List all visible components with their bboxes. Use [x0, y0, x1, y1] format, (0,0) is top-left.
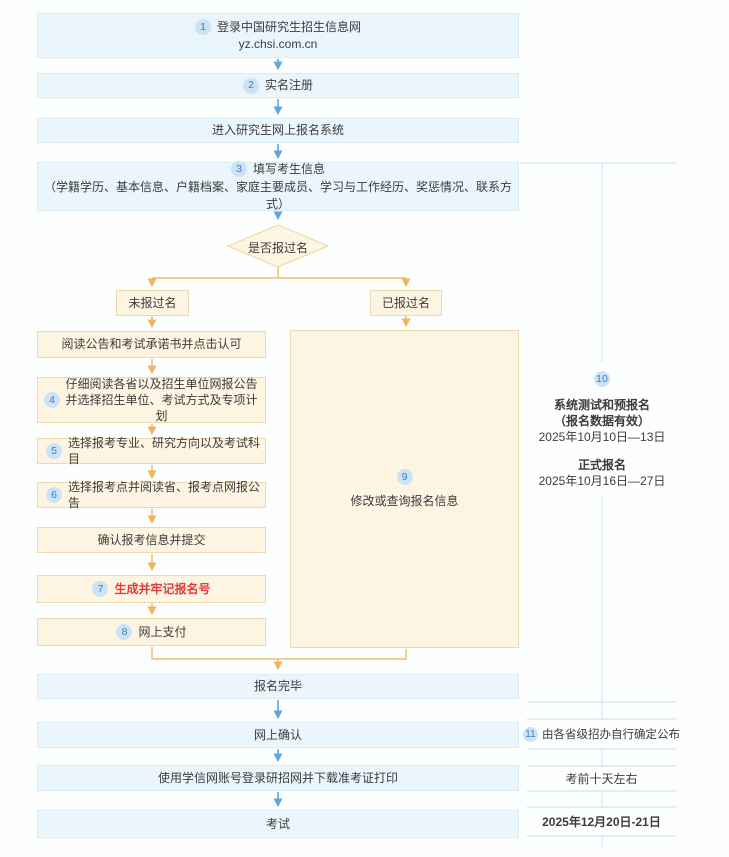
step-8-badge: 8	[116, 624, 133, 640]
timeline-pretest-title: 系统测试和预报名	[553, 398, 650, 412]
step-9-badge: 9	[396, 468, 413, 485]
step-1-badge: 1	[194, 19, 211, 36]
timeline-rail	[520, 162, 676, 848]
step-exam-label: 考试	[265, 816, 290, 831]
step-read-notice-box[interactable]: 阅读公告和考试承诺书并点击认可	[37, 331, 266, 358]
annotation-download-time-text: 考前十天左右	[565, 772, 638, 786]
step-login-box[interactable]: 1 登录中国研究生招生信息网 yz.chsi.com.cn	[37, 13, 519, 58]
step-choose-major-label: 选择报考专业、研究方向以及考试科目	[68, 435, 261, 466]
step-pay-online-label: 网上支付	[138, 624, 187, 639]
annotation-exam-date-text: 2025年12月20日-21日	[542, 815, 661, 829]
step-4-badge: 4	[44, 392, 60, 408]
step-pay-online-box[interactable]: 8 网上支付	[37, 618, 266, 646]
branch-registered-label: 已报过名	[381, 295, 430, 310]
step-confirm-submit-label: 确认报考信息并提交	[97, 532, 206, 547]
timeline-11-badge: 11	[523, 726, 538, 742]
step-download-ticket-label: 使用学信网账号登录研招网并下载准考证打印	[157, 770, 398, 785]
step-choose-major-box[interactable]: 5 选择报考专业、研究方向以及考试科目	[37, 435, 266, 466]
branch-not-registered-box[interactable]: 未报过名	[116, 290, 189, 316]
step-fill-info-detail: （学籍学历、基本信息、户籍档案、家庭主要成员、学习与工作经历、奖惩情况、联系方式…	[43, 180, 512, 211]
step-confirm-submit-box[interactable]: 确认报考信息并提交	[37, 527, 266, 553]
step-registration-complete-label: 报名完毕	[253, 679, 302, 694]
step-fill-info-label: 填写考生信息	[252, 162, 325, 177]
step-choose-site-label: 选择报考点并阅读省、报考点网报公告	[68, 479, 261, 510]
timeline-pretest-note: （报名数据有效）	[553, 414, 650, 429]
decision-label: 是否报过名	[247, 241, 308, 255]
step-online-confirm-box[interactable]: 网上确认	[37, 722, 519, 748]
step-remember-number-box[interactable]: 7 生成并牢记报名号	[37, 575, 266, 603]
annotation-download-time: 考前十天左右	[523, 766, 680, 791]
timeline-pretest-dates: 2025年10月10日—13日	[538, 430, 666, 445]
timeline-registration-dates: 10 系统测试和预报名 （报名数据有效） 2025年10月10日—13日 正式报…	[524, 371, 680, 489]
step-download-ticket-box[interactable]: 使用学信网账号登录研招网并下载准考证打印	[37, 765, 519, 791]
orange-flow-arrows	[147, 278, 411, 670]
step-5-badge: 5	[46, 443, 62, 459]
step-choose-unit-line2: 并选择招生单位、考试方式及专项计划	[65, 392, 258, 424]
step-3-badge: 3	[230, 161, 247, 178]
line-merge	[151, 647, 407, 660]
branch-registered-box[interactable]: 已报过名	[370, 290, 442, 316]
step-modify-query-label: 修改或查询报名信息	[350, 493, 459, 508]
step-exam-box[interactable]: 考试	[37, 810, 519, 838]
step-enter-system-box[interactable]: 进入研究生网上报名系统	[37, 118, 519, 143]
step-6-badge: 6	[46, 487, 62, 503]
timeline-10-badge: 10	[594, 371, 610, 387]
orange-branch-lines	[151, 267, 407, 660]
step-choose-unit-box[interactable]: 4 仔细阅读各省以及招生单位网报公告 并选择招生单位、考试方式及专项计划	[37, 377, 266, 423]
step-online-confirm-label: 网上确认	[253, 727, 302, 742]
step-enter-system-label: 进入研究生网上报名系统	[211, 123, 344, 138]
step-7-badge: 7	[92, 581, 109, 597]
annotation-exam-date: 2025年12月20日-21日	[523, 807, 680, 836]
timeline-official-dates: 2025年10月16日—27日	[538, 473, 666, 488]
step-login-url: yz.chsi.com.cn	[238, 36, 318, 51]
step-choose-site-box[interactable]: 6 选择报考点并阅读省、报考点网报公告	[37, 479, 266, 510]
branch-not-registered-label: 未报过名	[128, 295, 177, 310]
step-modify-query-box[interactable]: 9 修改或查询报名信息	[290, 330, 519, 648]
step-register-label: 实名注册	[264, 78, 313, 93]
timeline-official-title: 正式报名	[577, 457, 626, 472]
step-read-notice-label: 阅读公告和考试承诺书并点击认可	[61, 337, 242, 352]
annotation-confirm-time-text: 由各省级招办自行确定公布	[542, 729, 680, 741]
step-2-badge: 2	[242, 77, 259, 94]
annotation-confirm-time: 11 由各省级招办自行确定公布	[523, 719, 680, 749]
decision-diamond	[226, 224, 330, 268]
step-registration-complete-box[interactable]: 报名完毕	[37, 674, 519, 699]
step-fill-info-box[interactable]: 3 填写考生信息 （学籍学历、基本信息、户籍档案、家庭主要成员、学习与工作经历、…	[37, 161, 519, 211]
step-register-box[interactable]: 2 实名注册	[37, 73, 519, 98]
step-choose-unit-line1: 仔细阅读各省以及招生单位网报公告	[65, 376, 258, 391]
line-decision-split	[152, 267, 406, 279]
step-remember-number-label: 生成并牢记报名号	[114, 581, 211, 596]
step-login-label: 登录中国研究生招生信息网	[216, 20, 361, 35]
